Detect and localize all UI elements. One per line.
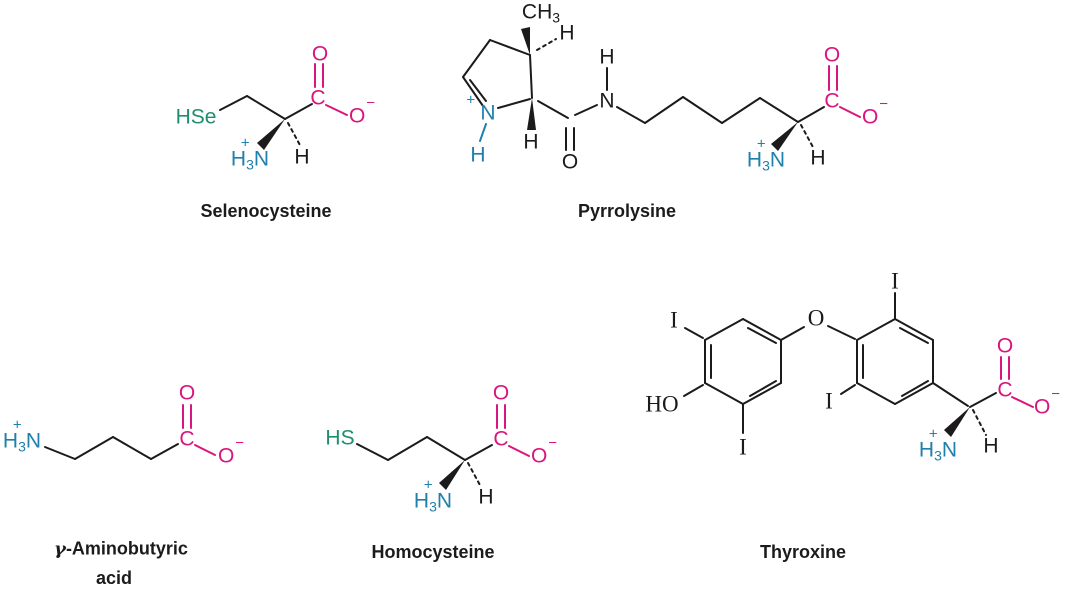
amide-hydrogen-label: H: [599, 45, 615, 69]
thiol-group-label: HS: [325, 426, 355, 450]
carboxyl-carbon-label: C: [179, 427, 195, 451]
carbonyl-oxygen-label: O: [311, 42, 329, 66]
selenol-group-label: HSe: [175, 105, 217, 129]
molecule-name-gaba-line1: γ-Aminobutyric: [54, 538, 188, 560]
carboxylate-oxygen-label: O−: [1033, 385, 1061, 419]
carboxylate-oxygen-label: O−: [217, 434, 245, 468]
pyrrolysine-structure: [462, 27, 861, 151]
ammonium-group-label: +H3N: [746, 135, 786, 174]
carboxylate-oxygen-label: O−: [348, 94, 376, 128]
plus-charge: +: [240, 134, 250, 152]
iodine-label: I: [670, 307, 678, 333]
ring-hydrogen-label: H: [559, 21, 575, 45]
ammonium-group-label: +H3N: [413, 476, 453, 515]
iodine-label: I: [825, 388, 833, 414]
molecule-name-selenocysteine: Selenocysteine: [200, 201, 332, 221]
ether-oxygen-label: O: [807, 305, 825, 331]
ammonium-group-label: +H3N: [2, 416, 42, 455]
carboxyl-carbon-label: C: [824, 89, 840, 113]
carbonyl-oxygen-label: O: [823, 43, 841, 67]
ammonium-group-label: +H3N: [230, 134, 270, 173]
ring-nitrogen-label: +N: [466, 91, 496, 125]
molecule-name-pyrrolysine: Pyrrolysine: [577, 201, 677, 221]
iodine-label: I: [891, 268, 899, 294]
carboxyl-carbon-label: C: [310, 86, 326, 110]
ring-c2-hydrogen-label: H: [523, 130, 539, 154]
alpha-hydrogen-label: H: [294, 145, 310, 169]
plus-charge: +: [466, 91, 476, 109]
plus-charge: +: [928, 425, 938, 443]
carboxyl-carbon-label: C: [997, 378, 1013, 402]
carboxylate-oxygen-label: O−: [861, 95, 889, 129]
plus-charge: +: [12, 416, 22, 434]
iodine-label: I: [739, 434, 747, 460]
plus-charge: +: [756, 135, 766, 153]
alpha-hydrogen-label: H: [810, 146, 826, 170]
carbonyl-oxygen-label: O: [492, 381, 510, 405]
methyl-group-label: CH3: [521, 0, 561, 26]
ammonium-group-label: +H3N: [918, 425, 958, 464]
gaba-structure: [44, 404, 216, 460]
homocysteine-structure: [356, 404, 530, 490]
carboxyl-carbon-label: C: [493, 427, 509, 451]
amide-nitrogen-label: N: [599, 89, 615, 113]
hydroxyl-group-label: HO: [645, 391, 679, 417]
alpha-hydrogen-label: H: [478, 485, 494, 509]
carboxylate-oxygen-label: O−: [530, 434, 558, 468]
carbonyl-oxygen-label: O: [178, 381, 196, 405]
molecule-name-gaba-line2: acid: [95, 568, 133, 588]
thyroxine-structure: [683, 292, 1034, 437]
molecule-name-thyroxine: Thyroxine: [759, 542, 847, 562]
carbonyl-oxygen-label: O: [996, 334, 1014, 358]
alpha-hydrogen-label: H: [983, 434, 999, 458]
selenocysteine-structure: [219, 63, 348, 150]
molecule-name-homocysteine: Homocysteine: [371, 542, 495, 562]
plus-charge: +: [423, 476, 433, 494]
amide-oxygen-label: O: [561, 150, 579, 174]
ring-nh-hydrogen-label: H: [470, 143, 486, 167]
